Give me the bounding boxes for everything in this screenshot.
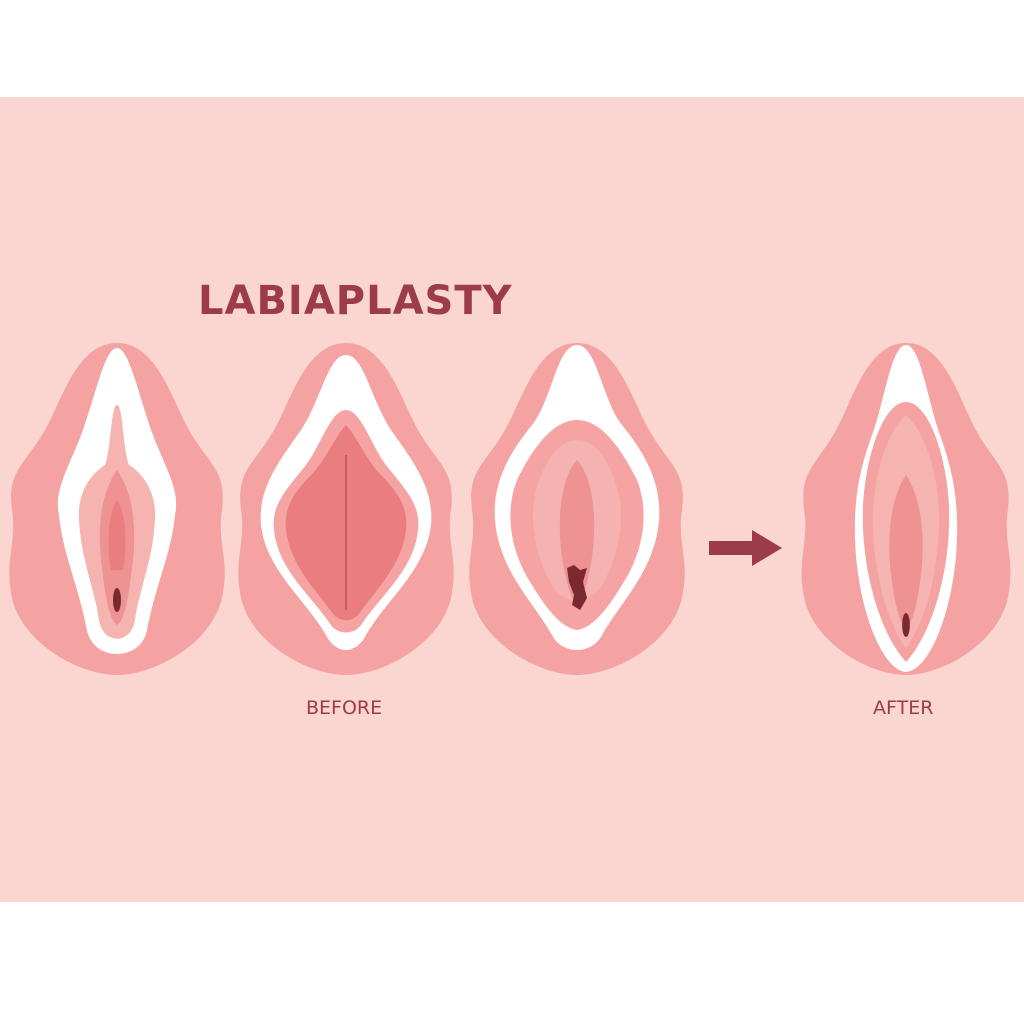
before-label: BEFORE bbox=[306, 697, 383, 719]
after-label: AFTER bbox=[873, 697, 934, 719]
before-figure-1 bbox=[9, 343, 225, 675]
after-figure bbox=[801, 343, 1011, 675]
arrow-right-icon bbox=[709, 530, 782, 566]
diagram-title: LABIAPLASTY bbox=[198, 278, 513, 324]
before-figure-2 bbox=[238, 343, 454, 675]
before-figure-3 bbox=[469, 343, 685, 675]
